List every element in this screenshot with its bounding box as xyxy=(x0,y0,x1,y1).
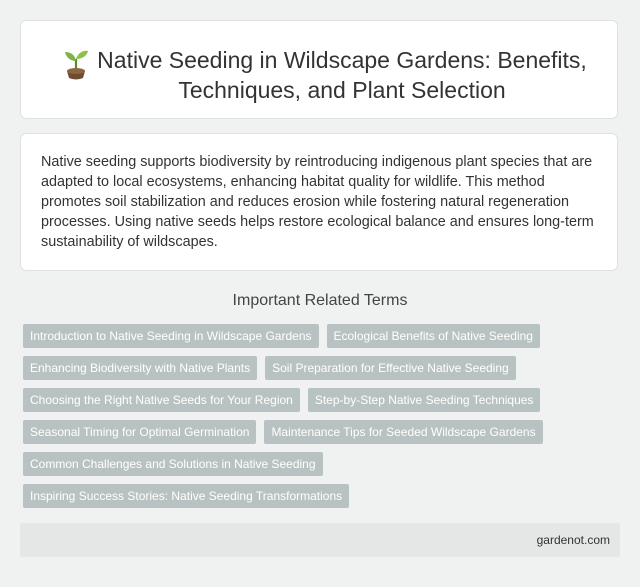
page-title: Native Seeding in Wildscape Gardens: Ben… xyxy=(97,47,587,103)
tag-row: Seasonal Timing for Optimal Germination … xyxy=(23,420,623,444)
related-term-tag[interactable]: Soil Preparation for Effective Native Se… xyxy=(265,356,516,380)
tag-row: Common Challenges and Solutions in Nativ… xyxy=(23,452,623,476)
description-text: Native seeding supports biodiversity by … xyxy=(41,154,594,250)
title-card: Native Seeding in Wildscape Gardens: Ben… xyxy=(20,20,618,119)
tag-row: Enhancing Biodiversity with Native Plant… xyxy=(23,356,623,380)
tag-row: Introduction to Native Seeding in Wildsc… xyxy=(23,324,623,348)
tag-row: Inspiring Success Stories: Native Seedin… xyxy=(23,484,623,508)
related-terms-heading: Important Related Terms xyxy=(232,292,408,309)
related-term-tag[interactable]: Ecological Benefits of Native Seeding xyxy=(326,324,540,348)
related-term-tag[interactable]: Choosing the Right Native Seeds for Your… xyxy=(23,388,300,412)
tag-row: Choosing the Right Native Seeds for Your… xyxy=(23,388,623,412)
related-term-tag[interactable]: Seasonal Timing for Optimal Germination xyxy=(23,420,257,444)
site-name[interactable]: gardenot.com xyxy=(536,533,610,547)
related-term-tag[interactable]: Introduction to Native Seeding in Wildsc… xyxy=(23,324,319,348)
related-terms-list: Introduction to Native Seeding in Wildsc… xyxy=(23,324,623,516)
footer: gardenot.com xyxy=(20,523,620,557)
related-term-tag[interactable]: Enhancing Biodiversity with Native Plant… xyxy=(23,356,258,380)
related-term-tag[interactable]: Maintenance Tips for Seeded Wildscape Ga… xyxy=(264,420,543,444)
related-term-tag[interactable]: Inspiring Success Stories: Native Seedin… xyxy=(23,484,350,508)
seedling-icon xyxy=(65,50,88,80)
description-card: Native seeding supports biodiversity by … xyxy=(20,133,618,271)
related-term-tag[interactable]: Step-by-Step Native Seeding Techniques xyxy=(307,388,541,412)
related-term-tag[interactable]: Common Challenges and Solutions in Nativ… xyxy=(23,452,323,476)
